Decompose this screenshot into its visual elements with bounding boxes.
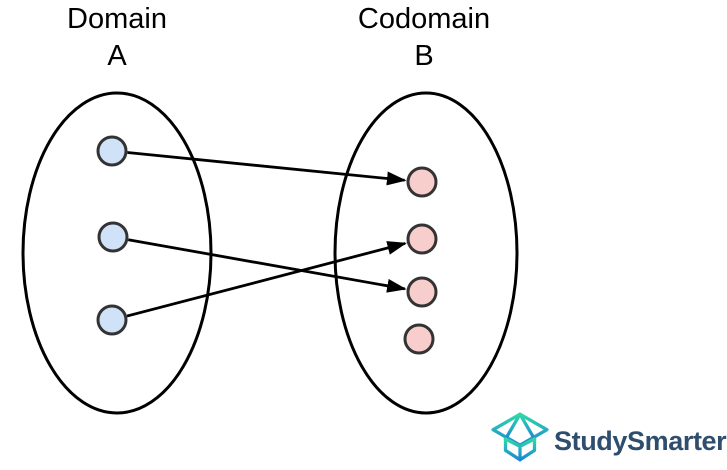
mapping-arrow-a1-to-b1: [127, 151, 407, 186]
codomain-element-b3: [406, 276, 438, 308]
domain-title-line2: A: [107, 40, 127, 72]
mapping-arrow-a3-to-b2: [126, 241, 407, 318]
domain-title-line1: Domain: [67, 3, 167, 35]
codomain-title-line2: B: [414, 40, 434, 72]
codomain-set-ellipse: [333, 91, 519, 415]
studysmarter-box-icon: [491, 412, 549, 462]
codomain-title: Codomain B: [314, 1, 534, 75]
domain-element-a1: [96, 135, 128, 167]
studysmarter-logo: StudySmarter: [490, 409, 727, 467]
domain-set-ellipse: [21, 91, 213, 415]
domain-element-a3: [96, 304, 128, 336]
codomain-element-b1: [406, 166, 438, 198]
codomain-element-b2: [406, 223, 438, 255]
codomain-element-b4: [403, 323, 435, 355]
domain-element-a2: [97, 221, 129, 253]
domain-title: Domain A: [7, 1, 227, 75]
codomain-title-line1: Codomain: [357, 3, 491, 35]
mapping-arrow-a2-to-b3: [128, 238, 407, 293]
studysmarter-logo-text: StudySmarter: [554, 426, 727, 456]
